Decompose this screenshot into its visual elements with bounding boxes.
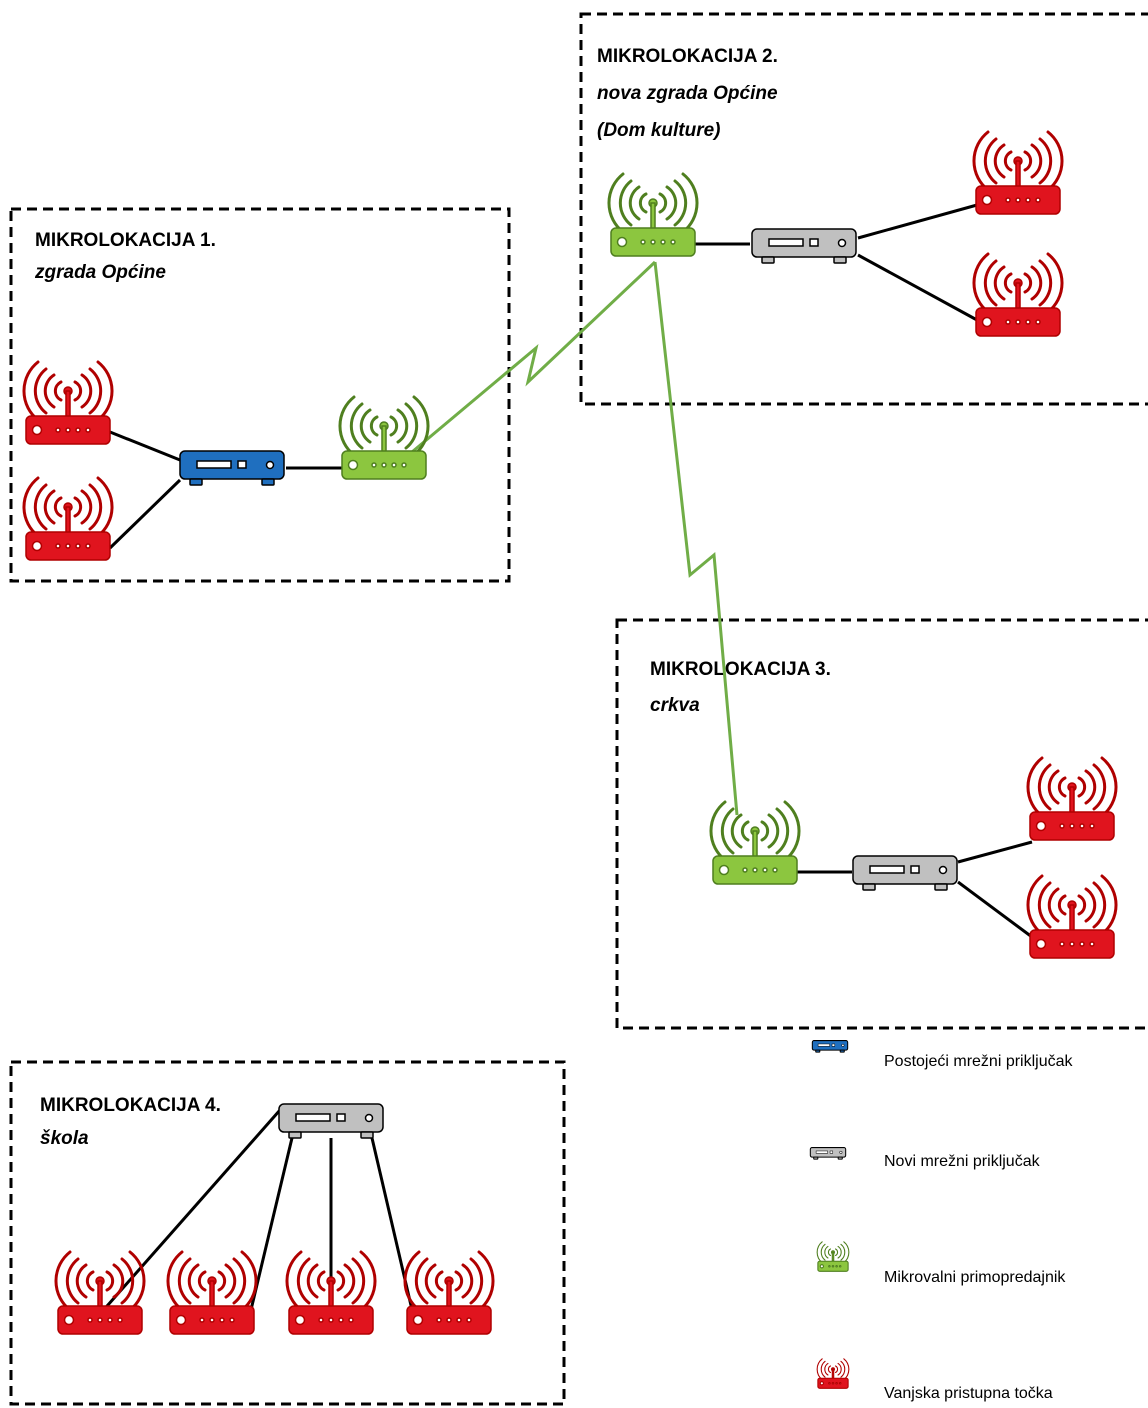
wireless-links bbox=[411, 260, 739, 816]
access-point-icon bbox=[54, 1250, 146, 1336]
zone-4-title: MIKROLOKACIJA 4. bbox=[40, 1095, 221, 1116]
legend-label-existing: Postojeći mrežni priključak bbox=[884, 1053, 1074, 1070]
access-point-icon bbox=[166, 1250, 258, 1336]
cable bbox=[857, 203, 978, 240]
zone-2-subtitle-line1: nova zgrada Općine bbox=[597, 83, 778, 104]
access-point-icon bbox=[1026, 874, 1118, 960]
zone-3-subtitle: crkva bbox=[650, 695, 700, 716]
access-point-icon bbox=[403, 1250, 495, 1336]
gray-switch-icon bbox=[809, 1147, 847, 1160]
zone-4-subtitle: škola bbox=[40, 1128, 89, 1149]
microwave-icon bbox=[709, 800, 801, 886]
cable bbox=[98, 1109, 282, 1315]
access-point-icon bbox=[972, 130, 1064, 216]
access-point-icon bbox=[22, 476, 114, 562]
cable bbox=[957, 880, 1033, 939]
legend-label-new: Novi mrežni priključak bbox=[884, 1153, 1041, 1170]
zone-1-subtitle: zgrada Općine bbox=[34, 262, 166, 283]
red-access-point-icon bbox=[816, 1358, 850, 1389]
microwave-icon bbox=[607, 172, 699, 258]
access-point-icon bbox=[972, 252, 1064, 338]
legend-label-microwave: Mikrovalni primopredajnik bbox=[884, 1269, 1066, 1286]
zone-1-box bbox=[9, 207, 511, 583]
legend: Postojeći mrežni priključak Novi mrežni … bbox=[809, 1040, 1074, 1402]
cable bbox=[857, 253, 978, 322]
cable bbox=[109, 430, 181, 462]
zone-3-box bbox=[615, 618, 1148, 1030]
wireless-link-2-3 bbox=[653, 261, 739, 816]
microwave-icon bbox=[338, 395, 430, 481]
new-switch-icon bbox=[852, 855, 958, 891]
zone-3-title: MIKROLOKACIJA 3. bbox=[650, 659, 831, 680]
zone-2-subtitle-line2: (Dom kulture) bbox=[597, 120, 721, 141]
cable bbox=[108, 478, 182, 550]
new-switch-icon bbox=[751, 228, 857, 264]
zone-4-box bbox=[9, 1060, 566, 1406]
zone-1-title: MIKROLOKACIJA 1. bbox=[35, 230, 216, 251]
blue-switch-icon bbox=[811, 1040, 849, 1053]
green-microwave-icon bbox=[816, 1241, 850, 1272]
legend-label-access-point: Vanjska pristupna točka bbox=[884, 1385, 1053, 1402]
wireless-link-1-2 bbox=[411, 260, 657, 454]
new-switch-icon bbox=[278, 1103, 384, 1139]
zone-2-title: MIKROLOKACIJA 2. bbox=[597, 46, 778, 67]
cables bbox=[98, 203, 1033, 1315]
cable bbox=[957, 840, 1033, 864]
access-point-icon bbox=[1026, 756, 1118, 842]
access-point-icon bbox=[22, 360, 114, 446]
zone-2-box bbox=[579, 12, 1148, 406]
existing-switch-icon bbox=[179, 450, 285, 486]
